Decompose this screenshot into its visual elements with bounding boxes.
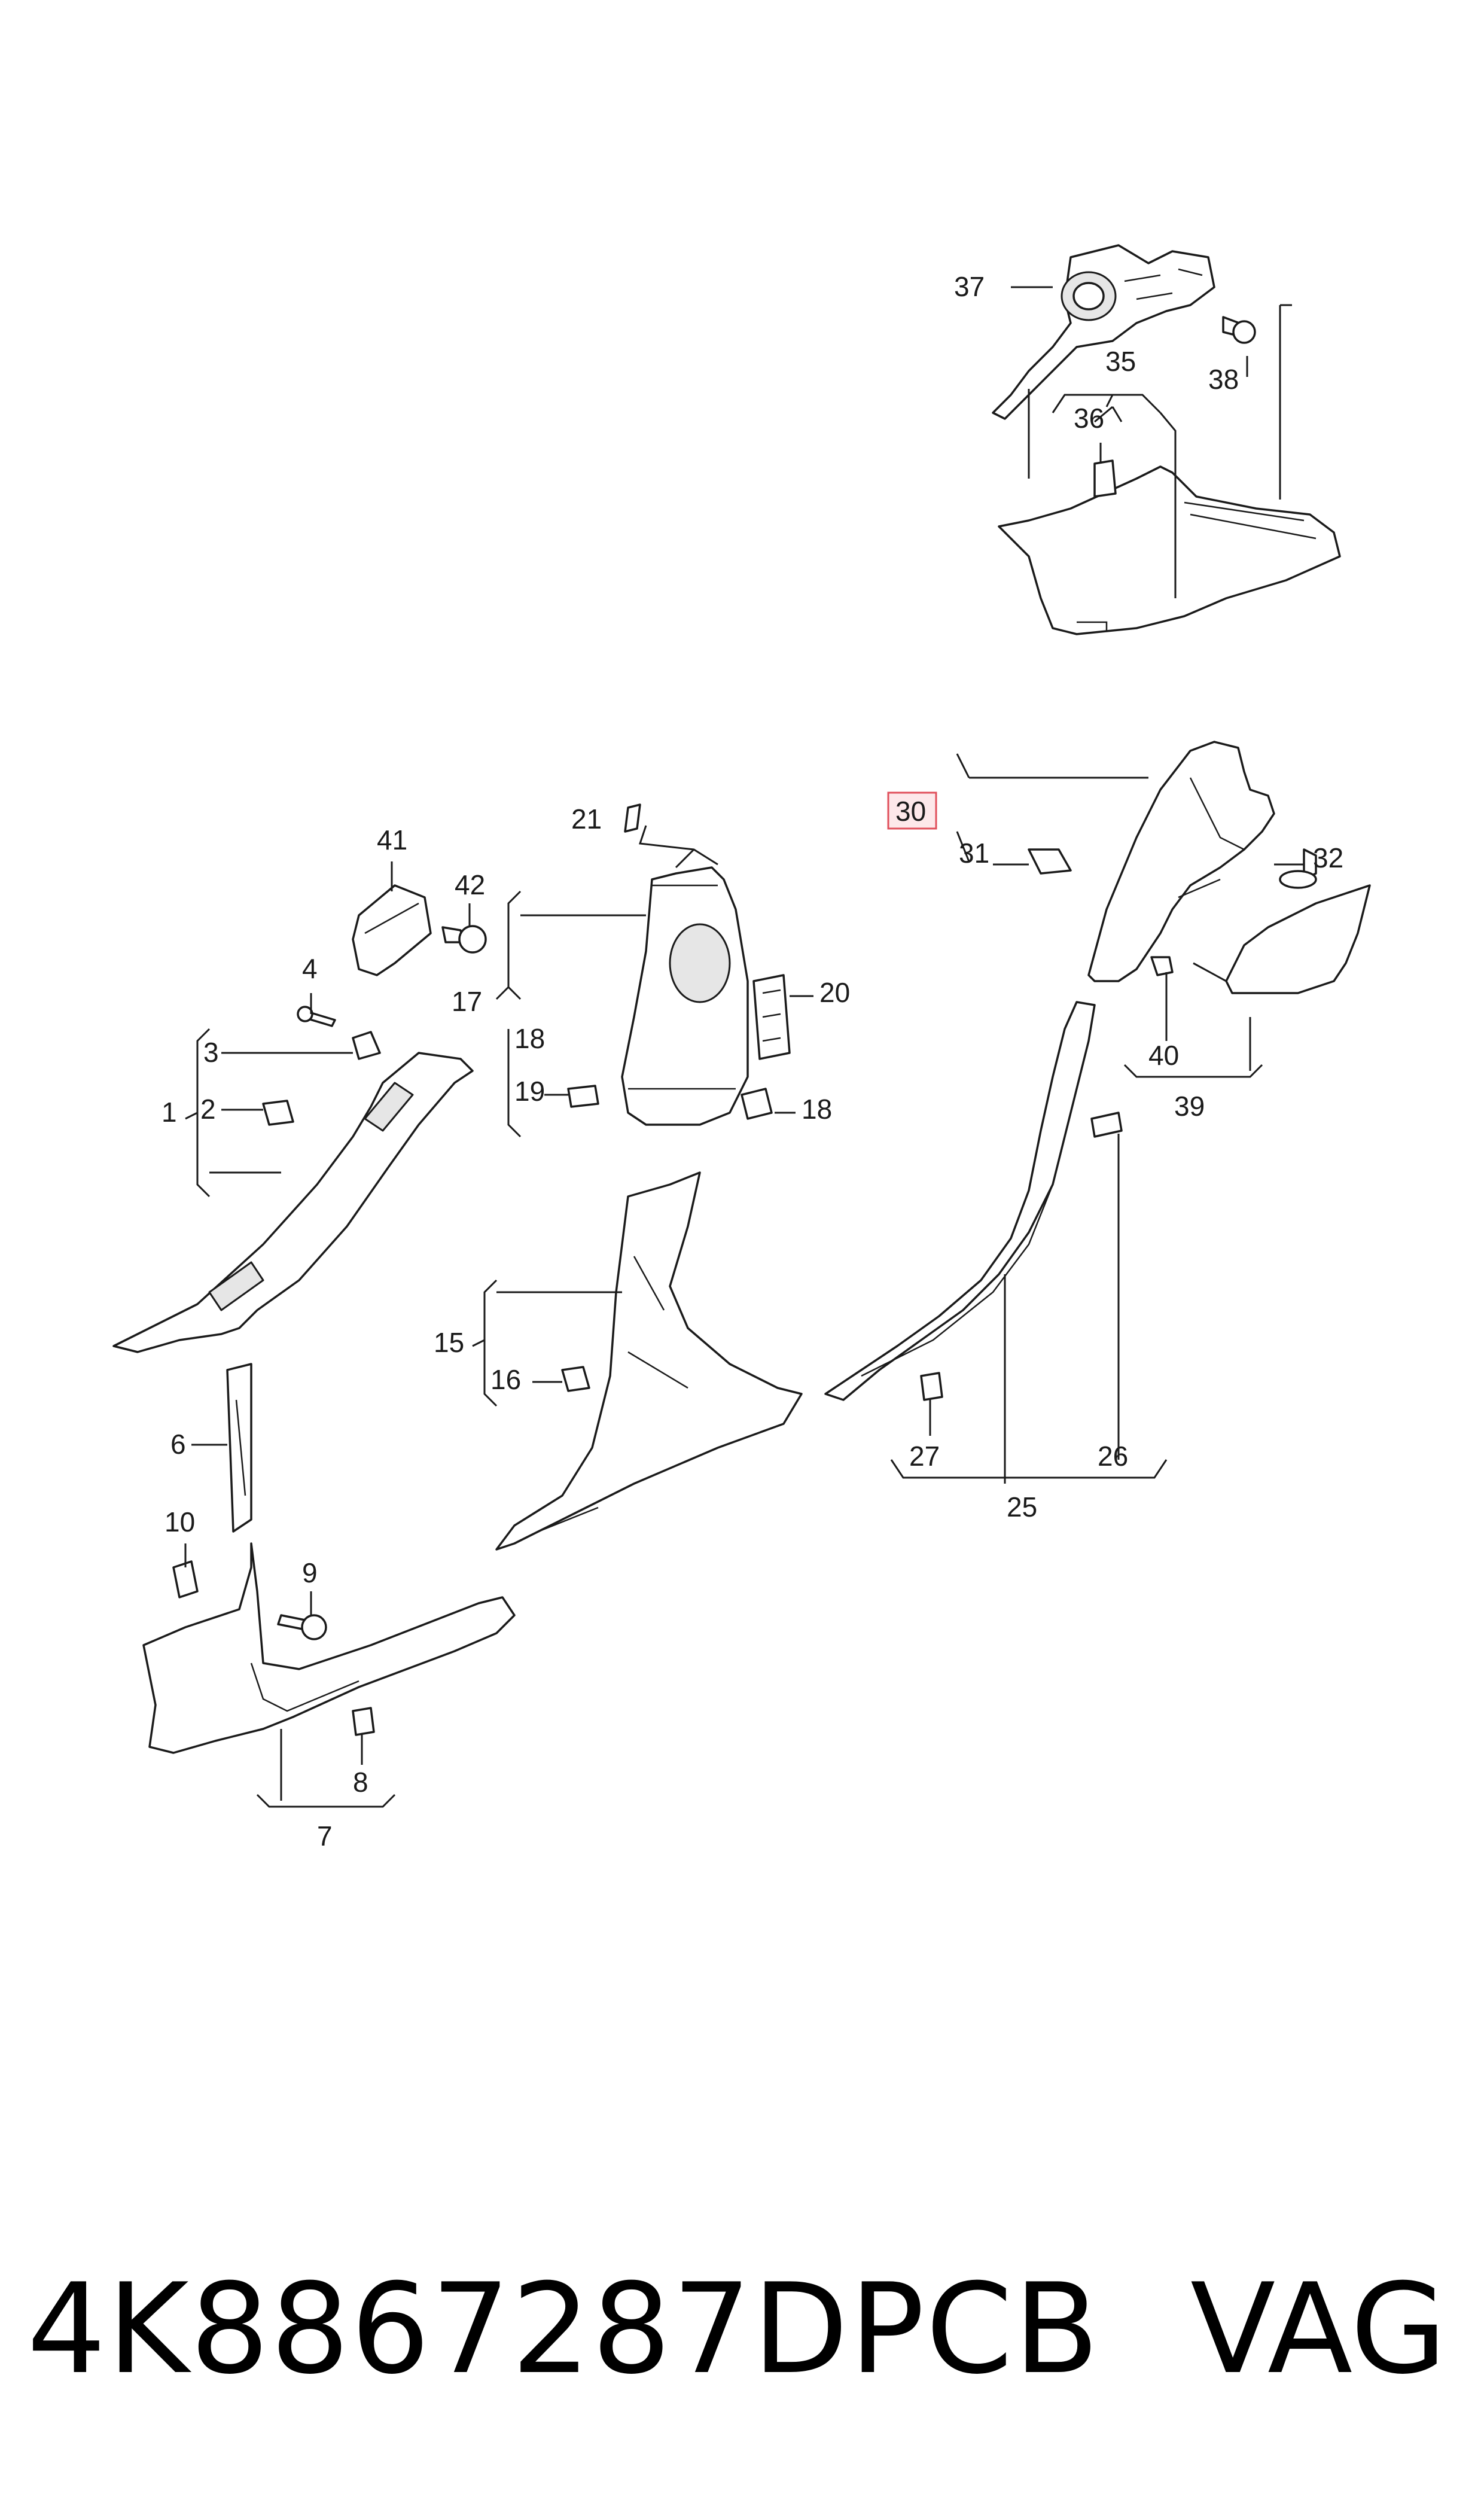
rear-pillar-trim-30 bbox=[1087, 741, 1275, 982]
callout-21: 21 bbox=[571, 803, 602, 835]
callout-25: 25 bbox=[1007, 1491, 1037, 1523]
part-caption: 4K8867287DPCB VAG bbox=[0, 2267, 1484, 2423]
screw-part-4 bbox=[297, 1006, 336, 1027]
callout-39: 39 bbox=[1174, 1091, 1205, 1122]
callout-30-highlight bbox=[887, 791, 937, 830]
clip-part-16 bbox=[561, 1366, 590, 1392]
callout-6: 6 bbox=[170, 1429, 186, 1460]
callout-20: 20 bbox=[819, 977, 850, 1008]
rear-trim-panel-35 bbox=[998, 465, 1341, 635]
a-pillar-trim-1 bbox=[112, 1052, 474, 1353]
callout-3: 3 bbox=[203, 1037, 219, 1068]
callout-38: 38 bbox=[1208, 364, 1239, 395]
callout-18-lower: 18 bbox=[802, 1094, 832, 1125]
callout-16: 16 bbox=[490, 1364, 521, 1395]
callout-9: 9 bbox=[302, 1557, 318, 1588]
callout-40: 40 bbox=[1148, 1040, 1179, 1071]
screw-part-32 bbox=[1279, 848, 1317, 889]
clip-part-2 bbox=[262, 1100, 294, 1126]
clip-part-8 bbox=[352, 1707, 375, 1736]
screw-part-9 bbox=[277, 1614, 327, 1640]
callout-32: 32 bbox=[1313, 842, 1343, 873]
callout-30: 30 bbox=[895, 796, 926, 827]
b-pillar-lower-trim-15 bbox=[495, 1171, 803, 1551]
module-part-41 bbox=[352, 884, 432, 976]
callout-8: 8 bbox=[353, 1767, 368, 1798]
callout-37: 37 bbox=[954, 271, 985, 302]
cover-part-39 bbox=[1225, 884, 1371, 994]
brand-text: VAG bbox=[1190, 2257, 1447, 2402]
callout-4: 4 bbox=[302, 953, 318, 984]
callout-19: 19 bbox=[514, 1076, 545, 1107]
callout-27: 27 bbox=[909, 1441, 940, 1472]
callout-42: 42 bbox=[455, 869, 485, 900]
door-sill-trim-7 bbox=[142, 1542, 516, 1754]
clip-part-38 bbox=[1222, 316, 1256, 344]
rear-bracket-part-37 bbox=[992, 244, 1215, 420]
clip-part-20 bbox=[752, 974, 791, 1060]
callout-36: 36 bbox=[1074, 403, 1104, 434]
callout-31: 31 bbox=[959, 838, 989, 869]
b-pillar-upper-trim-17 bbox=[621, 866, 749, 1126]
callout-26: 26 bbox=[1098, 1441, 1128, 1472]
callout-41: 41 bbox=[377, 824, 407, 855]
callout-18-upper: 18 bbox=[514, 1023, 545, 1054]
sill-trim-25 bbox=[824, 1001, 1096, 1401]
callout-15: 15 bbox=[434, 1327, 464, 1358]
callout-1: 1 bbox=[161, 1097, 177, 1128]
clip-part-42 bbox=[441, 925, 487, 954]
clip-part-31 bbox=[1028, 848, 1072, 875]
clip-part-40 bbox=[1150, 956, 1174, 976]
clip-part-18 bbox=[741, 1088, 773, 1120]
trim-strip-6 bbox=[226, 1363, 252, 1533]
clip-part-21 bbox=[624, 803, 641, 833]
clip-part-27 bbox=[920, 1372, 943, 1401]
clip-part-36 bbox=[1093, 459, 1117, 498]
part-number-text: 4K8867287DPCB bbox=[27, 2257, 1101, 2402]
clip-part-19 bbox=[567, 1085, 599, 1108]
callout-35: 35 bbox=[1105, 346, 1136, 377]
callout-10: 10 bbox=[164, 1506, 195, 1537]
clip-part-3 bbox=[352, 1031, 381, 1060]
clip-part-26 bbox=[1090, 1112, 1123, 1138]
callout-7: 7 bbox=[317, 1820, 333, 1852]
callout-17: 17 bbox=[452, 986, 482, 1017]
callout-2: 2 bbox=[200, 1094, 216, 1125]
